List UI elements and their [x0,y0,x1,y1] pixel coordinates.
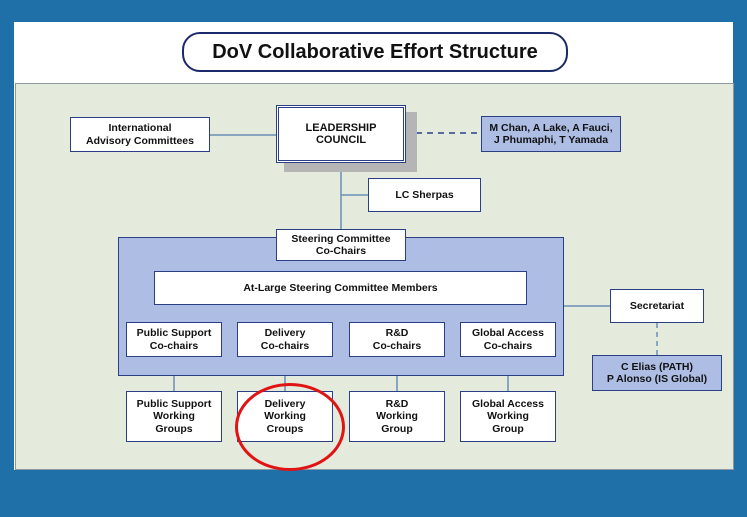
leadership-council-box: LEADERSHIP COUNCIL [276,105,406,163]
public-support-working-groups-box: Public Support Working Groups [126,391,222,442]
secretariat-box: Secretariat [610,289,704,323]
delivery-cochairs-box: Delivery Co-chairs [237,322,333,357]
rd-working-group-box: R&D Working Group [349,391,445,442]
rd-cochairs-box: R&D Co-chairs [349,322,445,357]
highlight-ellipse [235,383,345,471]
page-title: DoV Collaborative Effort Structure [182,32,568,72]
international-advisory-box: International Advisory Committees [70,117,210,152]
public-support-cochairs-box: Public Support Co-chairs [126,322,222,357]
global-access-cochairs-box: Global Access Co-chairs [460,322,556,357]
lc-sherpas-box: LC Sherpas [368,178,481,212]
global-access-working-group-box: Global Access Working Group [460,391,556,442]
leadership-members-box: M Chan, A Lake, A Fauci, J Phumaphi, T Y… [481,116,621,152]
steering-committee-box: Steering Committee Co-Chairs [276,229,406,261]
at-large-members-box: At-Large Steering Committee Members [154,271,527,305]
secretariat-members-box: C Elias (PATH) P Alonso (IS Global) [592,355,722,391]
